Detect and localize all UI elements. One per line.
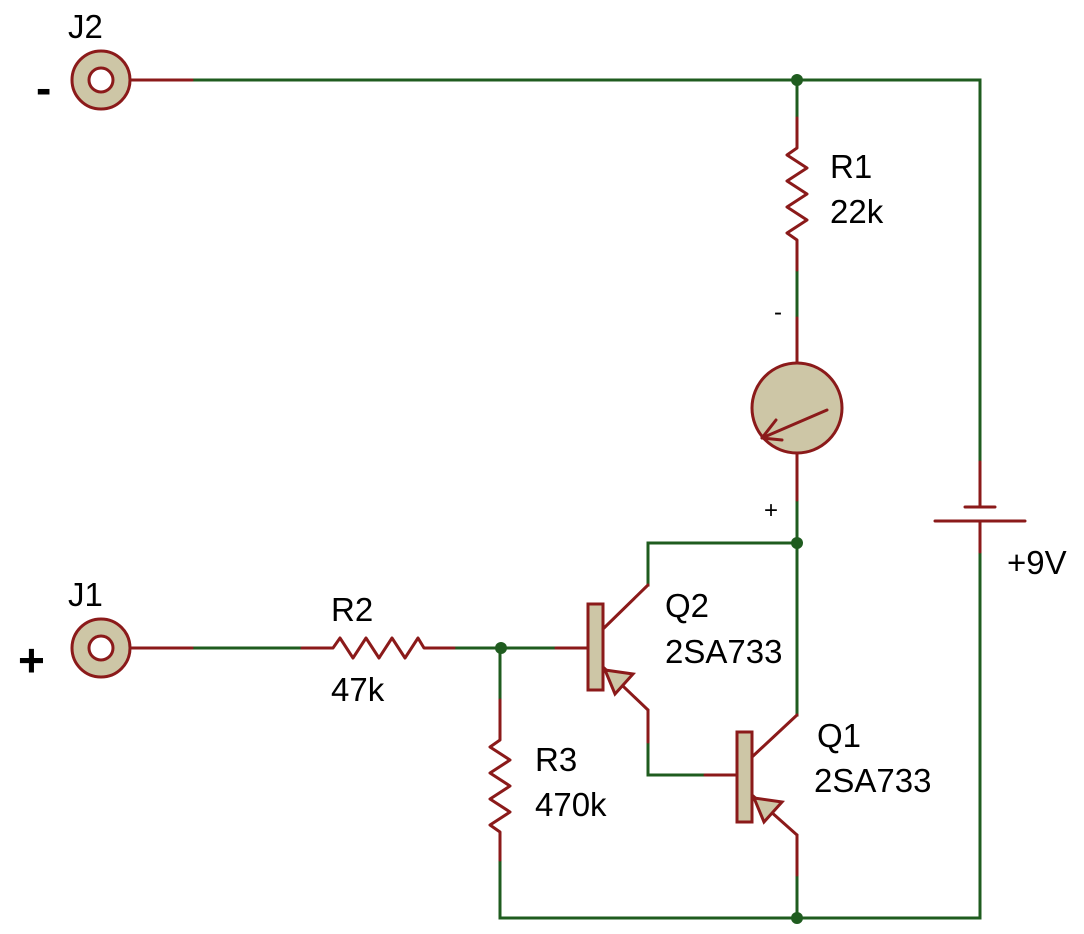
q1-emitter-arrow xyxy=(751,796,785,825)
terminal-j1: J1 + xyxy=(18,576,194,686)
q1-base-bar xyxy=(735,730,754,824)
junction-top xyxy=(791,74,803,86)
r2-ref-label: R2 xyxy=(331,591,373,628)
transistor-q2: Q2 2SA733 xyxy=(554,583,782,744)
terminal-j2: J2 - xyxy=(36,8,194,114)
r2-value-label: 47k xyxy=(331,671,385,708)
battery-voltage-label: +9V xyxy=(1007,544,1067,581)
q2-ref-label: Q2 xyxy=(665,587,709,624)
resistor-r2: R2 47k xyxy=(300,591,456,708)
resistor-r3: R3 470k xyxy=(488,698,607,862)
q2-value-label: 2SA733 xyxy=(665,633,782,670)
terminal-j2-hole xyxy=(87,66,115,94)
transistor-q1: Q1 2SA733 xyxy=(703,713,931,877)
meter-minus-label: - xyxy=(774,299,782,326)
junction-collector-node xyxy=(791,537,803,549)
resistor-r2-symbol xyxy=(300,636,456,660)
r3-ref-label: R3 xyxy=(535,741,577,778)
meter-needle xyxy=(760,408,829,440)
j1-label: J1 xyxy=(68,576,103,613)
q1-ref-label: Q1 xyxy=(817,717,861,754)
q2-emitter-arrow xyxy=(602,668,636,697)
r3-value-label: 470k xyxy=(535,786,607,823)
junction-bottom xyxy=(791,912,803,924)
terminal-j1-hole xyxy=(87,634,115,662)
r1-value-label: 22k xyxy=(830,193,884,230)
junctions xyxy=(495,74,803,924)
q1-collector-lead xyxy=(750,713,799,759)
meter-plus-label: + xyxy=(764,497,778,524)
wires xyxy=(190,78,982,920)
resistor-r1: R1 22k xyxy=(785,116,884,272)
resistor-r1-symbol xyxy=(785,116,809,272)
junction-base-node xyxy=(495,642,507,654)
meter-needle-head xyxy=(760,418,784,442)
meter: - + xyxy=(750,299,844,524)
q2-base-bar xyxy=(586,602,605,692)
q2-collector-lead xyxy=(601,583,650,631)
q1-value-label: 2SA733 xyxy=(814,762,931,799)
battery: +9V xyxy=(933,460,1067,581)
j2-label: J2 xyxy=(68,8,103,45)
j2-polarity: - xyxy=(36,62,51,114)
r1-ref-label: R1 xyxy=(830,148,872,185)
j1-polarity: + xyxy=(18,634,45,686)
resistor-r3-symbol xyxy=(488,698,512,862)
